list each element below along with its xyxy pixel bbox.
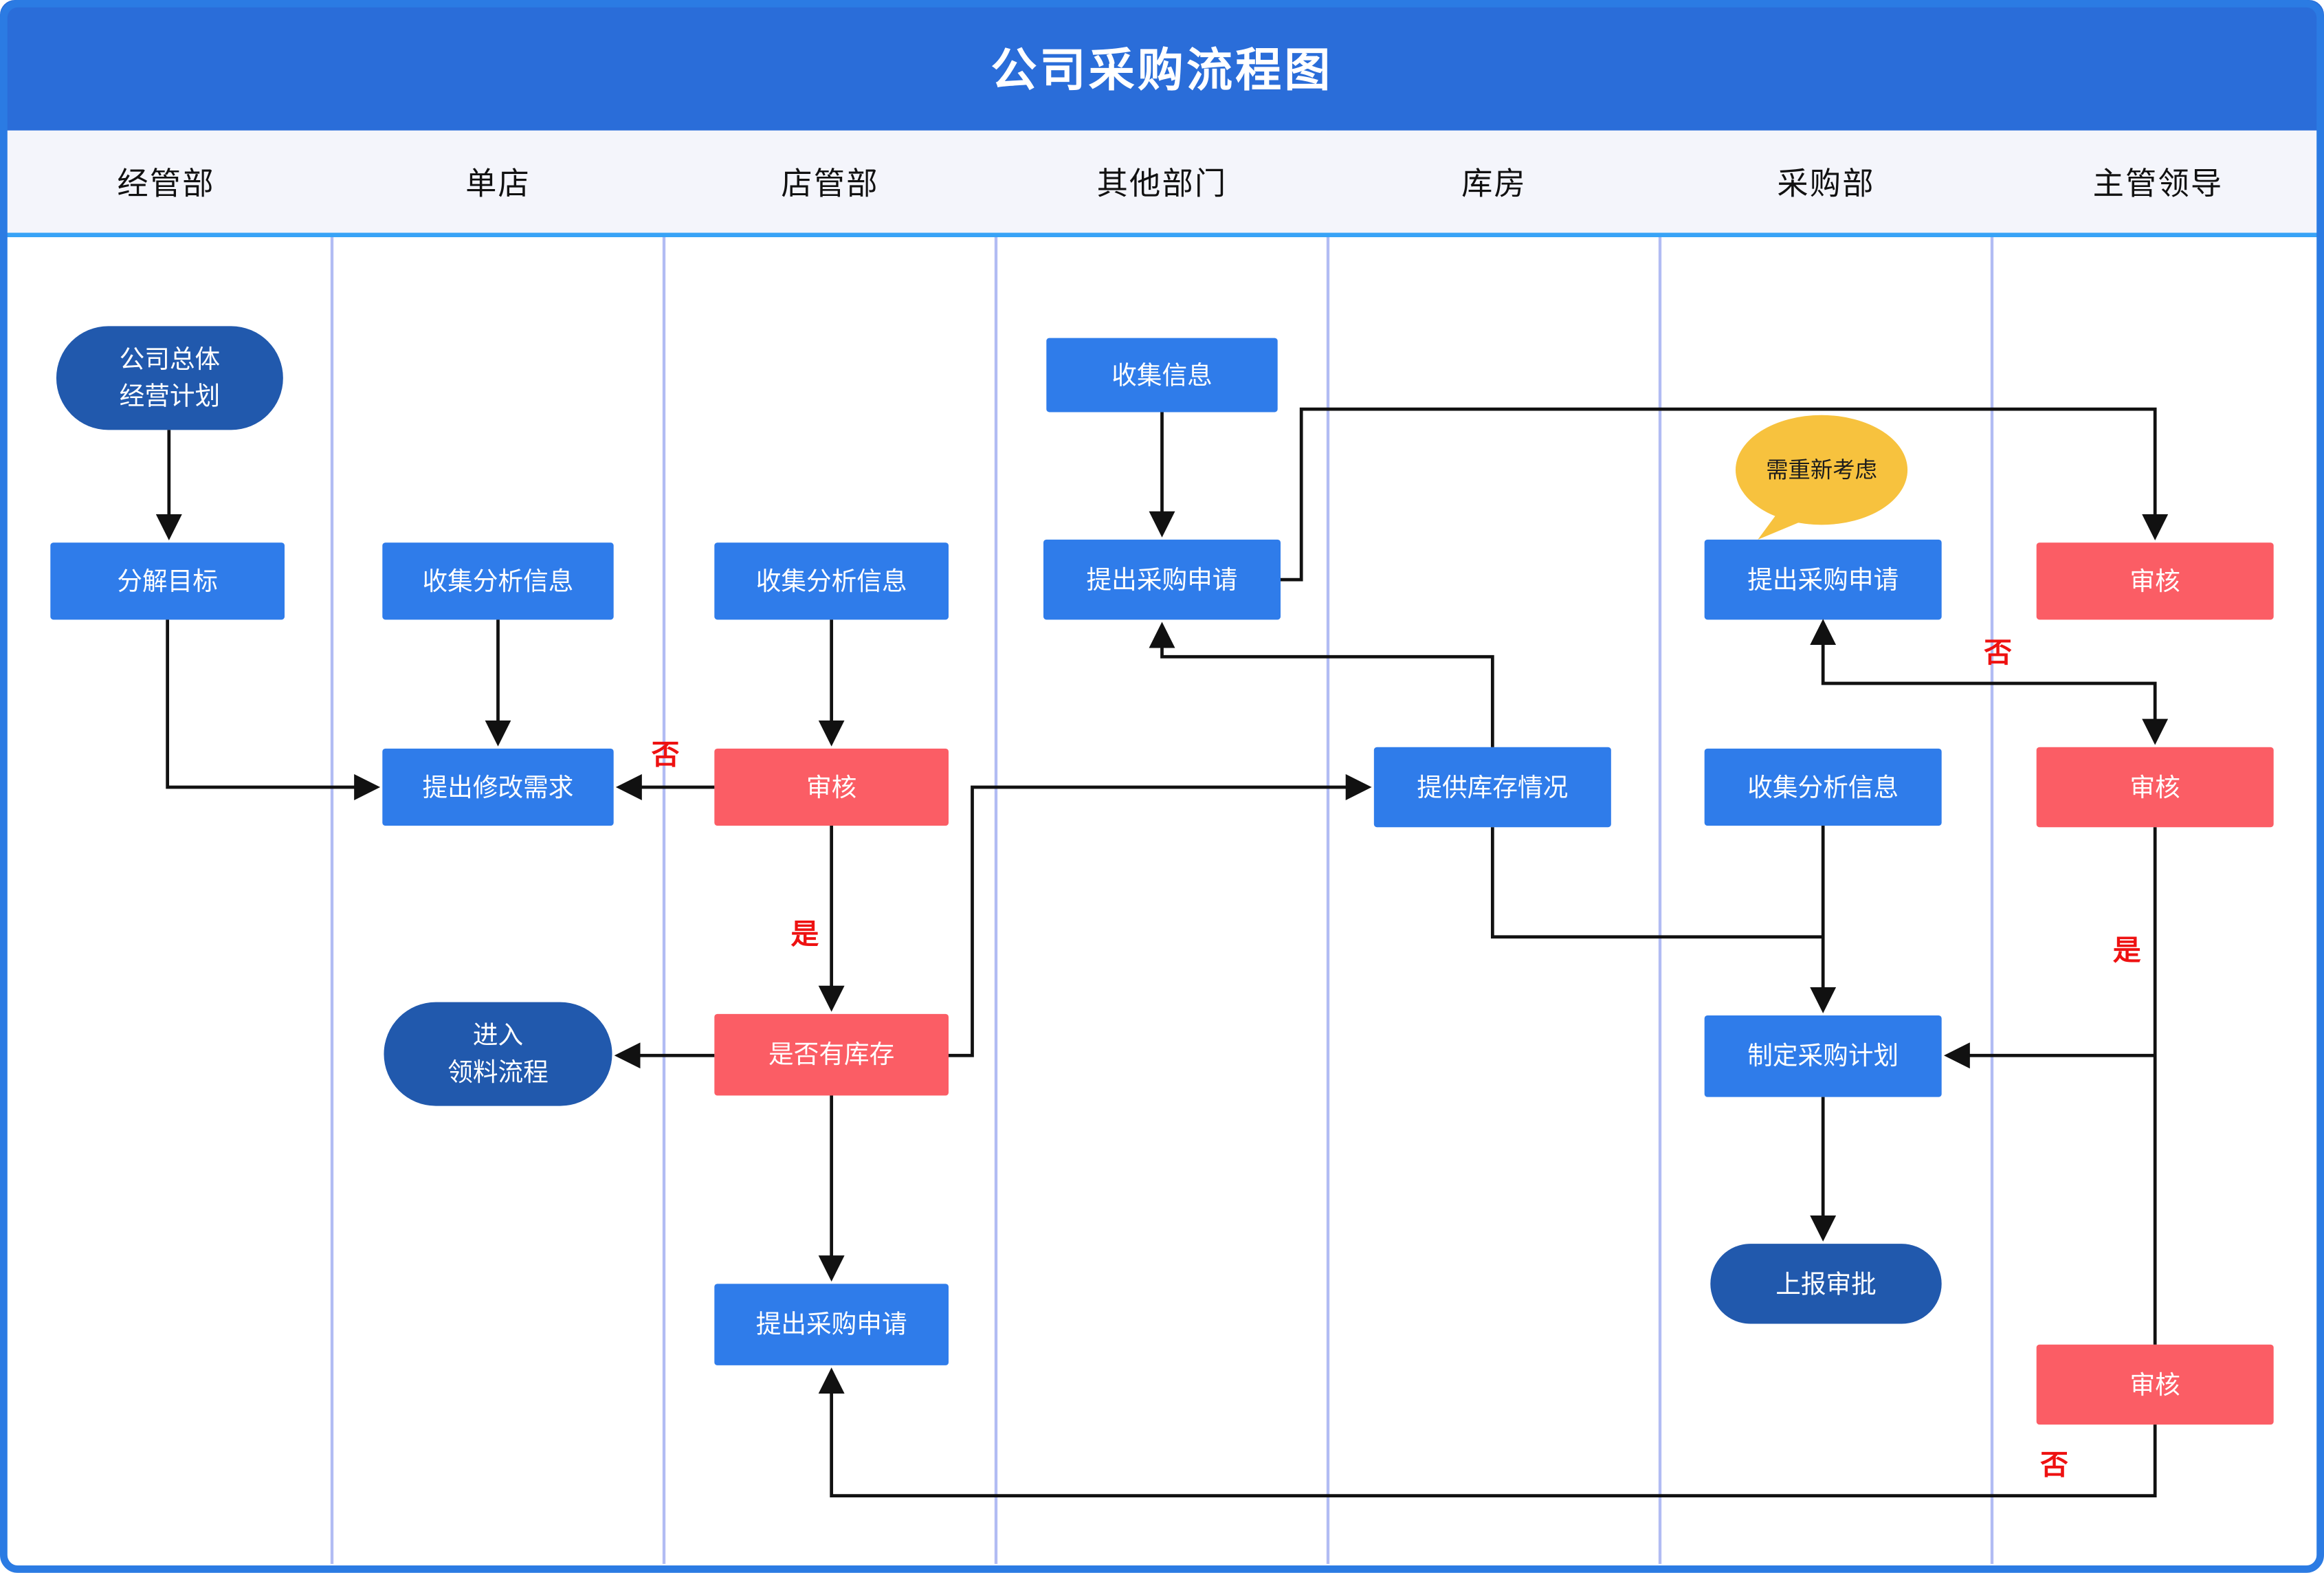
node-purchase-request-storemgmt[interactable]: 提出采购申请 [714,1284,949,1365]
branch-label-是: 是 [2113,934,2141,966]
lane-divider [330,130,334,1564]
node-label: 收集分析信息 [1747,773,1899,802]
lane-divider [1326,130,1330,1564]
node-stock-check[interactable]: 是否有库存 [714,1013,949,1096]
node-review-leader-1[interactable]: 审核 [2036,542,2274,620]
node-label: 是否有库存 [768,1040,895,1069]
e-review3-no-to-request [818,1367,2157,1498]
branch-label-否: 否 [1984,637,2012,668]
lane-header-库房: 库房 [1461,165,1527,201]
node-collect-analyze-info-store[interactable]: 收集分析信息 [382,542,614,620]
node-review-leader-2[interactable]: 审核 [2036,747,2274,828]
lane-header-单店: 单店 [465,165,531,201]
lane-header-采购部: 采购部 [1777,165,1875,201]
lane-divider [1658,130,1662,1564]
callout-text: 需重新考虑 [1766,458,1877,483]
e-inventory-to-merge [1490,827,1824,939]
node-label: 制定采购计划 [1747,1042,1899,1070]
node-submit-for-approval[interactable]: 上报审批 [1710,1244,1942,1324]
node-label: 审核 [2129,1370,2180,1399]
callout-reconsider: 需重新考虑 [1735,415,1908,540]
branch-label-否: 否 [2040,1449,2068,1480]
lane-divider [1990,130,1994,1564]
node-label: 提出采购申请 [755,1310,907,1339]
node-enter-requisition-process[interactable]: 进入领料流程 [384,1002,612,1106]
lane-header-主管领导: 主管领导 [2092,165,2224,201]
swimlane-header-row: 经管部 单店 店管部 其他部门 库房 采购部 主管领导 [0,130,2324,237]
node-label: 公司总体经营计划 [119,345,221,411]
node-label: 提出采购申请 [1086,565,1238,594]
node-review-leader-3[interactable]: 审核 [2036,1344,2274,1425]
node-label: 提出修改需求 [422,773,574,802]
node-collect-analyze-info-procurement[interactable]: 收集分析信息 [1704,748,1942,826]
page-title: 公司采购流程图 [991,43,1333,96]
node-label: 审核 [2129,566,2180,595]
e-requestproc-no-to-review2 [1810,619,2169,745]
node-collect-info-other[interactable]: 收集信息 [1046,338,1278,412]
node-label: 进入领料流程 [447,1021,549,1087]
lane-header-经管部: 经管部 [117,165,215,201]
branch-label-是: 是 [790,918,819,949]
node-label: 提出采购申请 [1747,565,1899,594]
node-label: 提供库存情况 [1417,773,1569,802]
callout-tail [1758,511,1811,540]
e-stock-to-inventory [949,773,1372,1057]
node-label: 分解目标 [117,566,218,595]
node-provide-inventory-status[interactable]: 提供库存情况 [1373,747,1611,828]
node-label: 收集分析信息 [755,566,907,595]
e-decompose-to-modify [166,619,381,800]
node-label: 上报审批 [1775,1269,1877,1298]
node-propose-modification[interactable]: 提出修改需求 [382,748,614,826]
node-collect-analyze-info-storemgmt[interactable]: 收集分析信息 [714,542,949,620]
node-make-purchase-plan[interactable]: 制定采购计划 [1704,1015,1942,1097]
node-purchase-request-procurement[interactable]: 提出采购申请 [1704,539,1942,620]
node-label: 收集信息 [1111,361,1213,390]
lane-header-其他部门: 其他部门 [1096,165,1228,201]
branch-label-否: 否 [652,739,680,771]
lane-divider [994,130,998,1564]
node-decompose-goals[interactable]: 分解目标 [50,542,285,620]
node-label: 审核 [806,773,857,802]
node-purchase-request-other[interactable]: 提出采购申请 [1043,539,1281,620]
lane-header-店管部: 店管部 [781,165,879,201]
node-label: 收集分析信息 [422,566,574,595]
node-label: 审核 [2129,773,2180,802]
node-review-storemgmt[interactable]: 审核 [714,748,949,826]
lane-divider [662,130,666,1564]
callout-balloon [1735,415,1908,525]
title-bar: 公司采购流程图 [0,0,2324,131]
node-start-plan[interactable]: 公司总体经营计划 [56,326,283,430]
